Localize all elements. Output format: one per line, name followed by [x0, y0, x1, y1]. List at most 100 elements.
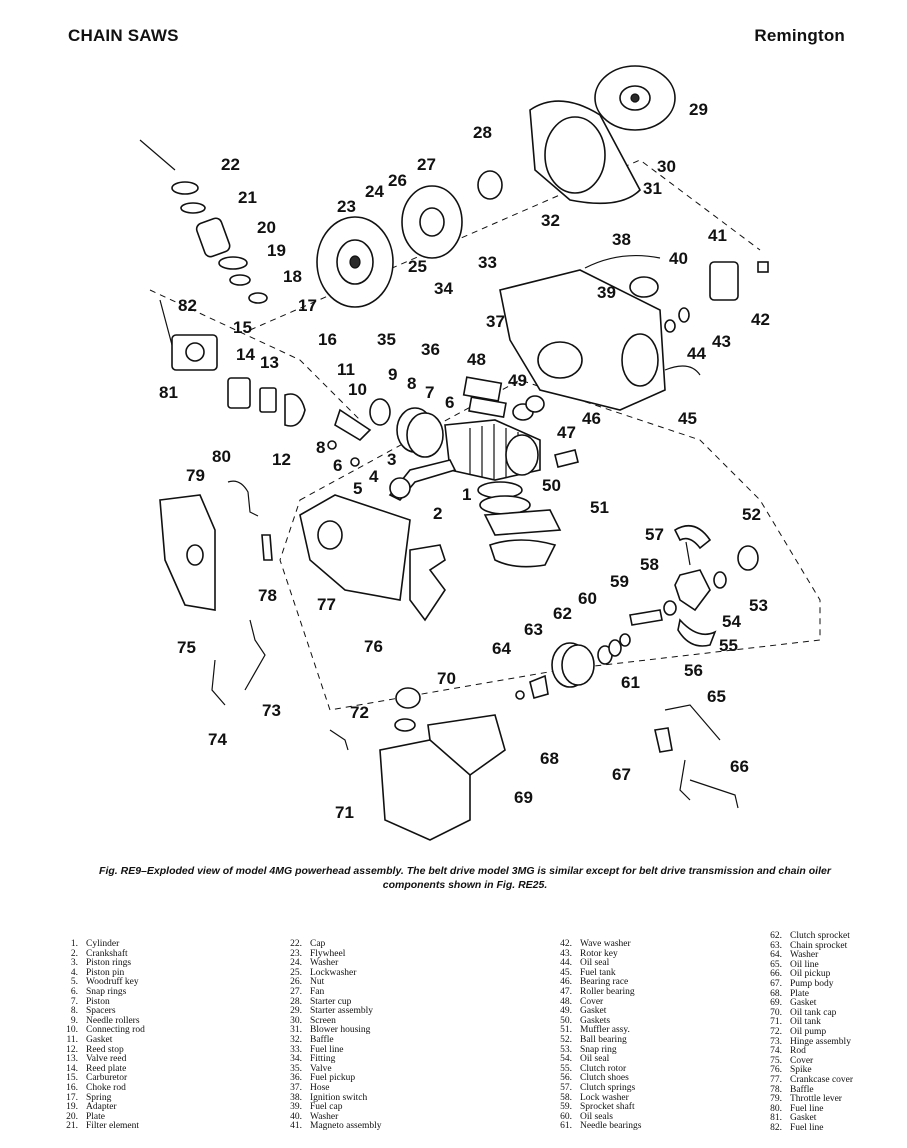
legend-item-text: Piston rings: [86, 958, 132, 969]
legend-item-text: Carburetor: [86, 1073, 128, 1084]
legend-item: 58.Lock washer: [550, 1092, 641, 1104]
legend-item-text: Plate: [790, 988, 809, 999]
callout-68: 68: [540, 749, 559, 768]
callout-19: 19: [267, 241, 286, 260]
callout-71: 71: [335, 803, 354, 822]
callout-78: 78: [258, 586, 277, 605]
legend-item: 7.Piston: [56, 997, 145, 1008]
legend-item-number: 41.: [290, 1121, 302, 1132]
legend-item-text: Screen: [310, 1015, 336, 1026]
callout-8-left: 8: [316, 438, 325, 457]
legend-item-number: 73.: [770, 1036, 782, 1047]
legend-item: 36.Fuel pickup: [280, 1074, 382, 1084]
legend-item-text: Hose: [310, 1082, 330, 1093]
exploded-diagram: 1 2 3 4 5 6 6 7 8 8 9 10 11 12 13 14 15 …: [139, 65, 821, 841]
legend-item-number: 69.: [770, 998, 782, 1009]
legend-item-text: Reed stop: [86, 1044, 124, 1055]
legend-item-number: 11.: [66, 1034, 78, 1045]
figure-caption: Fig. RE9–Exploded view of model 4MG powe…: [99, 865, 831, 891]
legend-item: 17.Spring: [56, 1092, 145, 1104]
callout-1: 1: [462, 485, 471, 504]
legend-item-number: 58.: [560, 1092, 572, 1103]
legend-item-text: Snap ring: [580, 1044, 617, 1055]
legend-item-number: 49.: [560, 1006, 572, 1017]
legend-item: 9.Needle rollers: [56, 1016, 145, 1027]
legend-item-text: Oil pickup: [790, 969, 831, 980]
legend-item-number: 81.: [770, 1113, 782, 1124]
legend-item: 68. Plate: [760, 988, 853, 1000]
legend-item-number: 53.: [560, 1044, 572, 1055]
callout-44: 44: [687, 344, 706, 363]
legend-item: 43.Rotor key: [550, 949, 641, 960]
legend-item-text: Gasket: [790, 1113, 817, 1124]
legend-item-text: Valve: [310, 1063, 332, 1074]
clutch-sprocket: [515, 633, 631, 700]
legend-item: 79.Throttle lever: [760, 1094, 853, 1105]
oil-tank: [329, 687, 506, 841]
legend-item-text: Woodruff key: [86, 977, 139, 988]
legend-item-text: Throttle lever: [790, 1094, 842, 1105]
callout-48: 48: [467, 350, 486, 369]
legend-item: 75.Cover: [760, 1055, 853, 1067]
callout-17: 17: [298, 296, 317, 315]
legend-item-number: 13.: [66, 1054, 78, 1065]
legend-item-number: 20.: [66, 1111, 78, 1122]
legend-item-text: Starter cup: [310, 996, 352, 1007]
legend-item-text: Flywheel: [310, 948, 346, 959]
callout-9: 9: [388, 365, 397, 384]
callout-72: 72: [350, 703, 369, 722]
callout-81: 81: [159, 383, 178, 402]
callout-62: 62: [553, 604, 572, 623]
legend-item-number: 2.: [70, 948, 78, 959]
legend-item: 63. Chain sprocket: [760, 940, 853, 952]
callout-43: 43: [712, 332, 731, 351]
callout-64: 64: [492, 639, 511, 658]
legend-item-number: 48.: [560, 996, 572, 1007]
legend-item: 39.Fuel cap: [280, 1102, 382, 1113]
legend-item-number: 25.: [290, 967, 302, 978]
legend-item-text: Oil pump: [790, 1026, 827, 1037]
legend-item-number: 63.: [770, 940, 782, 951]
callout-40: 40: [669, 249, 688, 268]
callout-12: 12: [272, 450, 291, 469]
legend-item-text: Chain sprocket: [790, 940, 848, 951]
legend-item: 81. Gasket: [760, 1113, 853, 1124]
callout-69: 69: [514, 788, 533, 807]
callout-38: 38: [612, 230, 631, 249]
legend-item: 69.Gasket: [760, 998, 853, 1009]
legend-item: 82.Fuel line: [760, 1123, 853, 1134]
callout-2: 2: [433, 504, 442, 523]
callout-8-right: 8: [407, 374, 416, 393]
blower-housing: [529, 65, 676, 205]
legend-item-text: Oil tank cap: [790, 1007, 837, 1018]
legend-item: 47.Roller bearing: [550, 986, 641, 998]
clutch: [629, 524, 759, 647]
legend-item-number: 62.: [770, 931, 782, 941]
callout-18: 18: [283, 267, 302, 286]
legend-item: 49.Gasket: [550, 1006, 641, 1017]
legend-item-number: 33.: [290, 1044, 302, 1055]
crankshaft: [388, 459, 457, 501]
callout-14: 14: [236, 345, 255, 364]
legend-item-number: 17.: [66, 1092, 78, 1103]
legend-item-text: Washer: [310, 1111, 339, 1122]
legend-item-text: Cover: [580, 996, 604, 1007]
legend-item: 67.Pump body: [760, 979, 853, 990]
side-cover: [159, 480, 273, 706]
legend-item-text: Fan: [310, 986, 325, 997]
legend-item: 25.Lockwasher: [280, 967, 382, 979]
legend-item-number: 68.: [770, 988, 782, 999]
callout-29: 29: [689, 100, 708, 119]
legend-item: 34.Fitting: [280, 1054, 382, 1065]
legend-item-number: 36.: [290, 1073, 302, 1084]
callout-15: 15: [233, 318, 252, 337]
legend-item-number: 3.: [70, 958, 78, 969]
callout-23: 23: [337, 197, 356, 216]
legend-item-number: 30.: [290, 1015, 302, 1026]
legend-item: 20.Plate: [56, 1111, 145, 1123]
callout-24: 24: [365, 182, 384, 201]
legend-item-text: Cover: [790, 1055, 814, 1066]
callout-61: 61: [621, 673, 640, 692]
legend-item-number: 47.: [560, 986, 572, 997]
